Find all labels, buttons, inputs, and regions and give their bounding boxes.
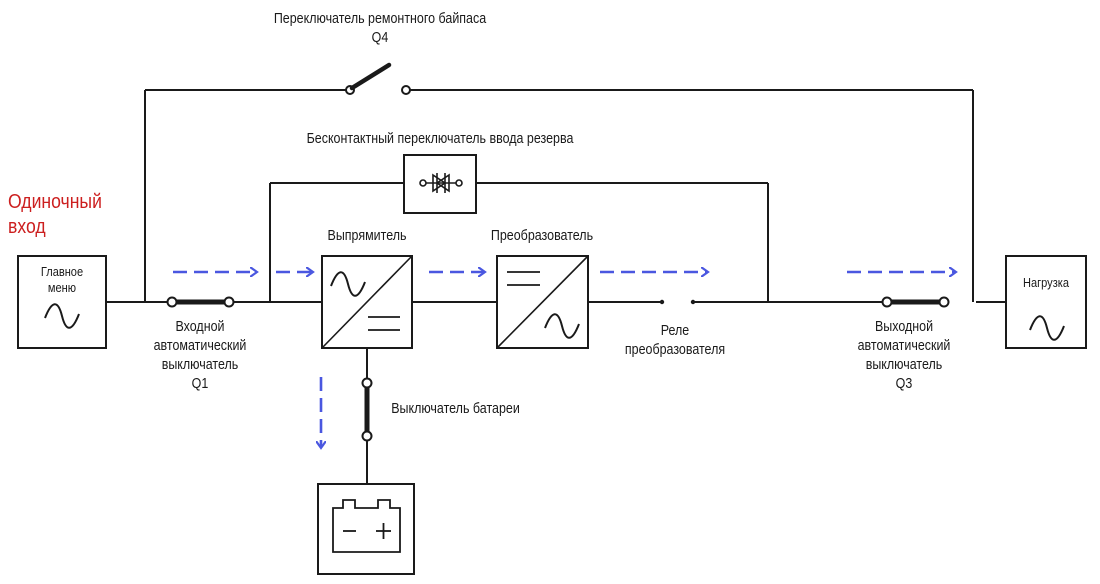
inverter-label: Преобразователь	[490, 228, 594, 244]
input-breaker-q1	[166, 296, 235, 308]
output-breaker-label: Выходной автоматический выключатель Q3	[857, 319, 951, 392]
static-switch-label: Бесконтактный переключатель ввода резерв…	[306, 131, 574, 147]
inverter-relay-label: Реле преобразователя	[624, 323, 726, 358]
static-switch-box	[403, 154, 477, 214]
input-breaker-label: Входной автоматический выключатель Q1	[153, 319, 247, 392]
output-breaker-q3	[881, 296, 950, 308]
rectifier-box	[321, 255, 413, 349]
battery-switch	[361, 377, 373, 442]
wires	[106, 89, 1006, 484]
inverter-box	[496, 255, 589, 349]
bypass-switch-q4	[345, 62, 411, 95]
diagram-title: Одиночный вход	[8, 191, 102, 238]
flow-arrows	[173, 272, 955, 447]
rectifier-label: Выпрямитель	[327, 228, 407, 244]
battery-box	[317, 483, 415, 575]
main-input-label: Главное меню	[40, 264, 84, 295]
main-input-box	[17, 255, 107, 349]
load-box	[1005, 255, 1087, 349]
load-label: Нагрузка	[1022, 275, 1069, 290]
battery-switch-label: Выключатель батареи	[391, 401, 520, 417]
bypass-switch-label: Переключатель ремонтного байпаса Q4	[273, 11, 487, 46]
inverter-relay	[659, 299, 696, 305]
